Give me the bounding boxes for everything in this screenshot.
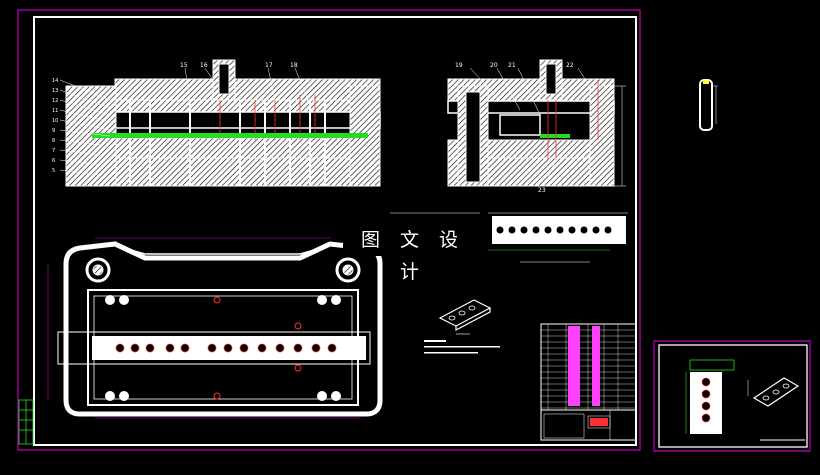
balloon-15: 15 bbox=[180, 62, 188, 69]
left-balloon-labels: 14 13 12 11 10 9 8 7 6 5 bbox=[52, 78, 58, 174]
detail-sheet-outer-frame bbox=[653, 340, 811, 452]
balloon-9: 9 bbox=[52, 128, 55, 134]
side-section-view bbox=[447, 59, 626, 187]
strip-layout-view bbox=[390, 212, 628, 263]
technical-notes bbox=[424, 340, 500, 354]
left-margin-stamp bbox=[18, 399, 34, 445]
bom-and-title-block bbox=[540, 323, 637, 441]
balloon-10: 10 bbox=[52, 118, 58, 124]
balloon-21: 21 bbox=[508, 62, 516, 69]
balloon-8: 8 bbox=[52, 138, 55, 144]
balloon-16: 16 bbox=[200, 62, 208, 69]
balloon-18: 18 bbox=[290, 62, 298, 69]
balloon-5: 5 bbox=[52, 168, 55, 174]
main-sheet-outer-frame bbox=[17, 9, 641, 451]
detail-sheet-inner-frame bbox=[658, 344, 808, 448]
balloon-6: 6 bbox=[52, 158, 55, 164]
balloon-17: 17 bbox=[265, 62, 273, 69]
balloon-19: 19 bbox=[455, 62, 463, 69]
top-left-balloon-labels: 15 16 17 18 bbox=[180, 62, 298, 69]
balloon-11: 11 bbox=[52, 108, 58, 114]
balloon-14: 14 bbox=[52, 78, 58, 84]
watermark-text: 图 文 设 计 bbox=[343, 224, 483, 283]
balloon-20: 20 bbox=[490, 62, 498, 69]
isometric-part-sketch bbox=[438, 299, 492, 335]
balloon-7: 7 bbox=[52, 148, 55, 154]
plan-view bbox=[47, 237, 383, 419]
detail-sheet-contents bbox=[685, 359, 805, 441]
balloon-22: 22 bbox=[566, 62, 574, 69]
front-section-view bbox=[59, 59, 381, 187]
balloon-13: 13 bbox=[52, 88, 58, 94]
main-sheet-inner-frame bbox=[33, 16, 637, 446]
small-punch-part bbox=[699, 79, 718, 131]
balloon-23: 23 bbox=[538, 187, 546, 194]
top-right-balloon-labels: 19 20 21 22 23 bbox=[455, 62, 574, 194]
balloon-12: 12 bbox=[52, 98, 58, 104]
